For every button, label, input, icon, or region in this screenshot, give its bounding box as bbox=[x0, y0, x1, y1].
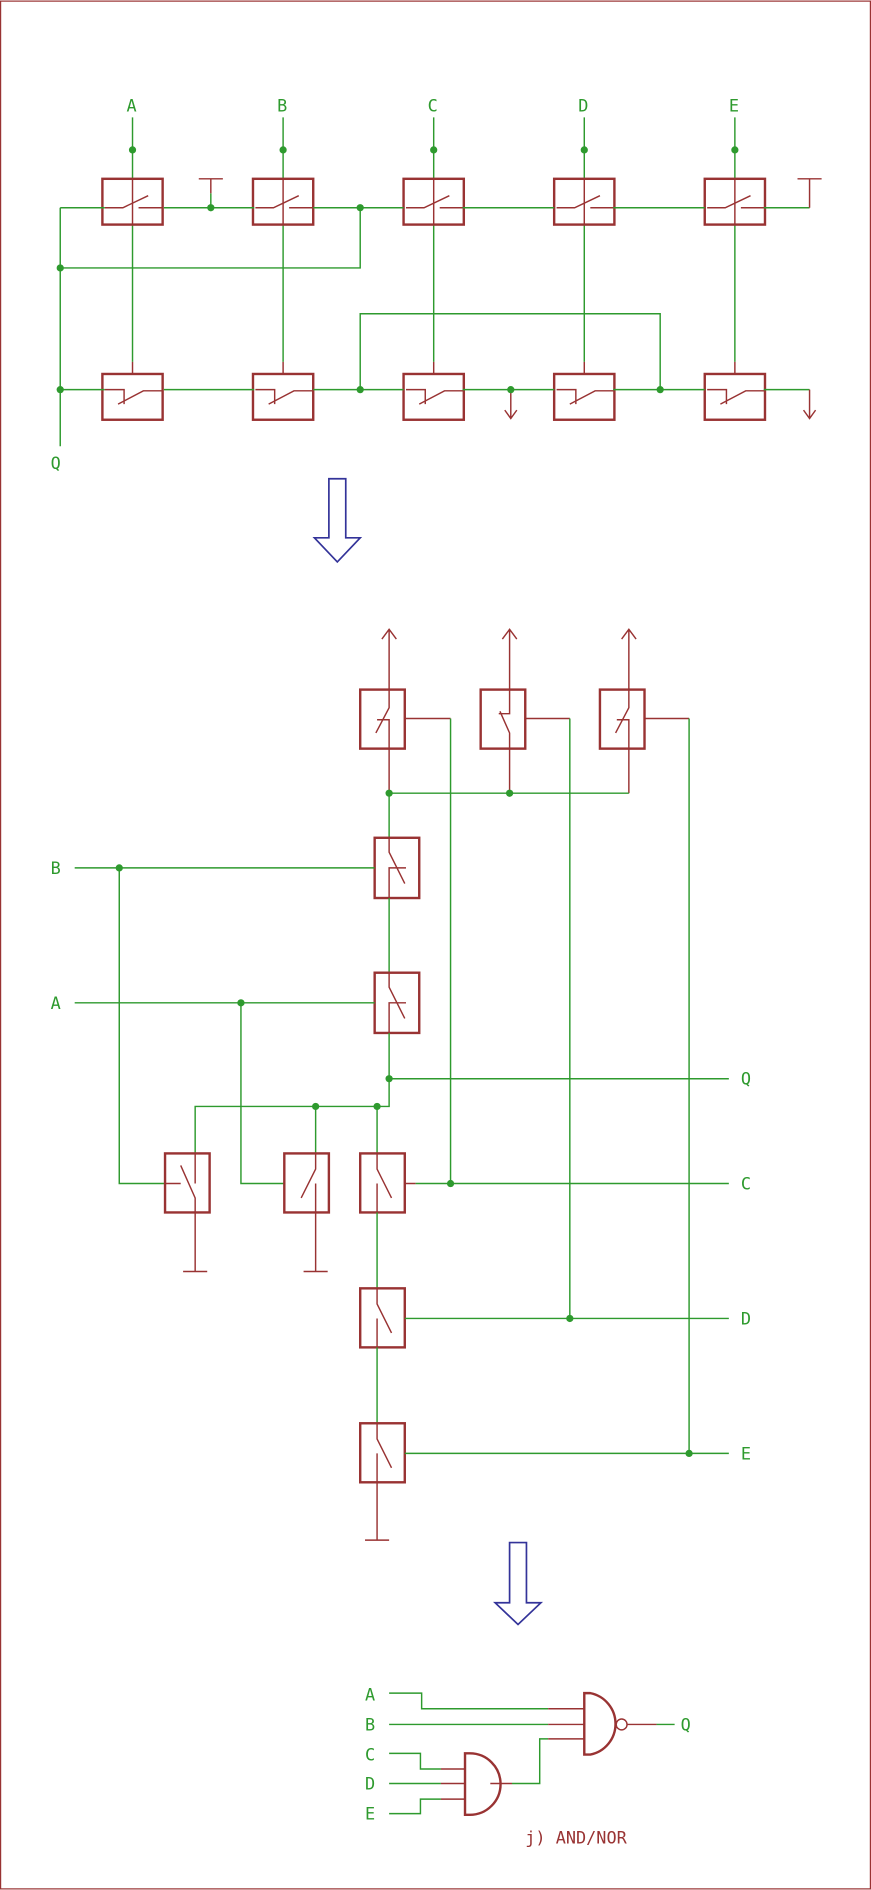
input-column-d: D bbox=[552, 95, 616, 421]
pullup-switch bbox=[479, 628, 570, 794]
nc-switch bbox=[552, 372, 616, 421]
nc-switch bbox=[402, 372, 466, 421]
input-label-a: A bbox=[51, 993, 61, 1013]
gate-input-e: E bbox=[365, 1804, 375, 1824]
no-switch bbox=[552, 177, 616, 226]
and-gate bbox=[463, 1752, 502, 1816]
ground-switch bbox=[165, 1153, 208, 1273]
input-label: E bbox=[729, 95, 739, 115]
down-arrow bbox=[493, 1541, 544, 1626]
input-label-c: C bbox=[741, 1174, 751, 1194]
input-label-d: D bbox=[741, 1308, 751, 1328]
input-label: A bbox=[126, 95, 136, 115]
switch-d bbox=[359, 1287, 406, 1349]
ground-arrow bbox=[802, 389, 817, 420]
ground-arrow bbox=[504, 389, 518, 420]
gate-input-d: D bbox=[365, 1773, 375, 1793]
input-column-e: E bbox=[703, 95, 767, 421]
nc-switch bbox=[251, 372, 315, 421]
gate-input-c: C bbox=[365, 1745, 375, 1765]
vcc-symbol bbox=[797, 178, 822, 208]
nc-switch bbox=[101, 372, 164, 421]
output-label-q: Q bbox=[741, 1069, 751, 1089]
figure-caption: j) AND/NOR bbox=[525, 1828, 627, 1848]
no-switch bbox=[402, 177, 466, 226]
nor-gate bbox=[583, 1691, 617, 1756]
input-label: C bbox=[428, 95, 438, 115]
output-label-q: Q bbox=[51, 453, 61, 473]
top-circuit: A B C D E Q bbox=[51, 95, 822, 473]
nc-switch bbox=[703, 372, 767, 421]
input-label: D bbox=[578, 95, 588, 115]
gate-output-q: Q bbox=[681, 1714, 691, 1734]
input-label-b: B bbox=[51, 858, 61, 878]
input-column-c: C bbox=[402, 95, 466, 421]
no-switch bbox=[251, 177, 315, 226]
no-switch bbox=[101, 177, 164, 226]
no-switch bbox=[703, 177, 767, 226]
vcc-symbol bbox=[198, 178, 223, 194]
inversion-bubble bbox=[615, 1718, 628, 1731]
pullup-switch bbox=[359, 628, 451, 794]
ground-switch bbox=[300, 1153, 328, 1273]
gate-circuit: A B C D E Q j) AND/NOR bbox=[365, 1684, 691, 1847]
down-arrow bbox=[312, 477, 363, 564]
pullup-switch bbox=[598, 628, 690, 794]
input-column-a: A bbox=[101, 95, 164, 421]
gate-input-a: A bbox=[365, 1684, 375, 1704]
input-label-e: E bbox=[741, 1443, 751, 1463]
input-column-b: B bbox=[251, 95, 315, 421]
switch-e bbox=[359, 1422, 406, 1484]
middle-circuit: B A Q C D E bbox=[51, 628, 751, 1541]
input-label: B bbox=[277, 95, 287, 115]
gate-input-b: B bbox=[365, 1714, 375, 1734]
switch-c bbox=[359, 1152, 406, 1214]
